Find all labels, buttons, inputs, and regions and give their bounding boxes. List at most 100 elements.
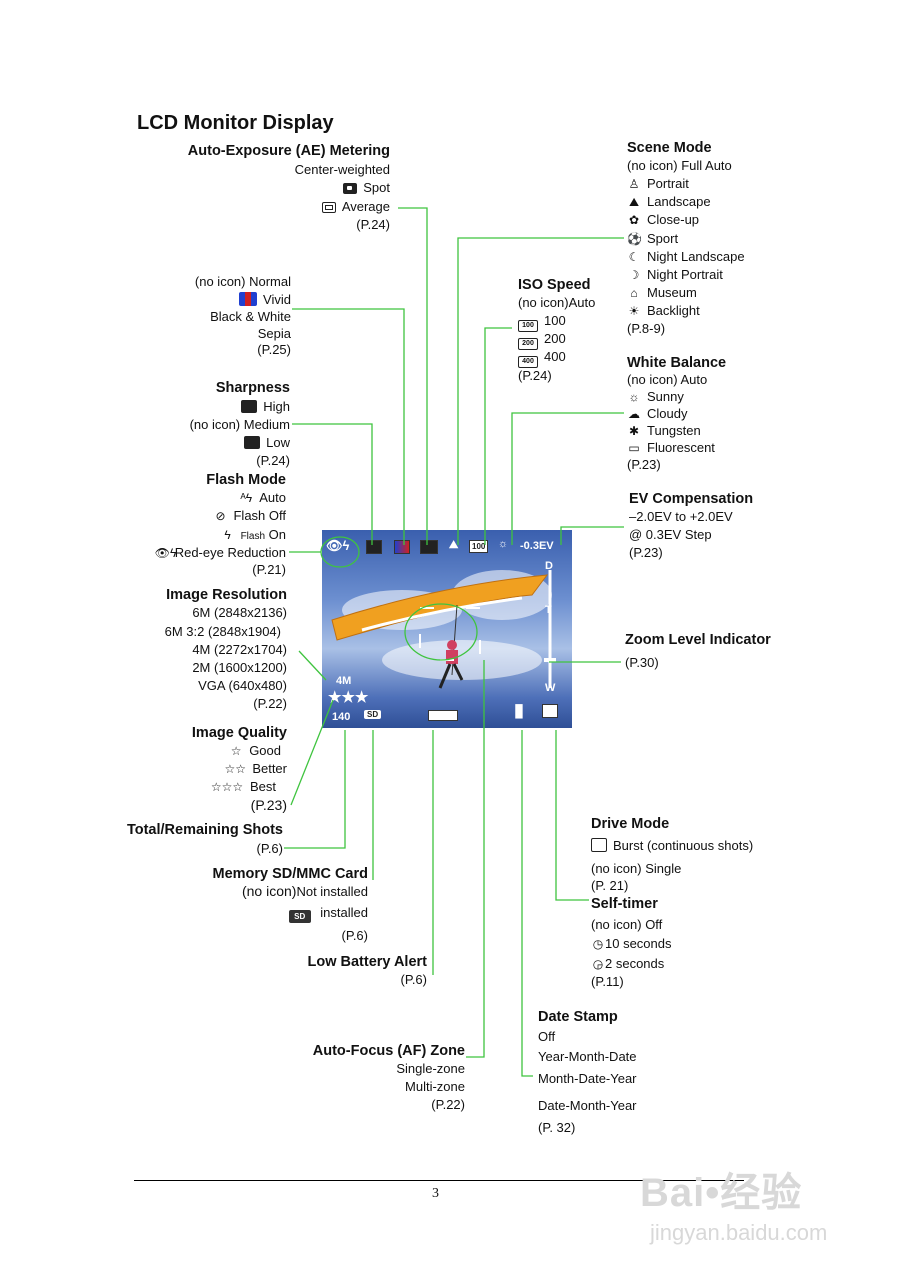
scene-item: (no icon) Full Auto <box>627 158 732 173</box>
hang-glider-photo <box>331 570 556 689</box>
color-item: Sepia <box>257 326 291 341</box>
average-icon <box>321 202 336 213</box>
shots-display: 140 <box>332 711 351 723</box>
burst-icon <box>591 838 607 852</box>
resolution-heading: Image Resolution <box>166 587 287 603</box>
ev-heading: EV Compensation <box>629 491 754 507</box>
iso-ref: (P.24) <box>518 368 552 383</box>
resolution-display: 4M <box>336 675 352 687</box>
scene-item: ♙Portrait <box>628 176 689 191</box>
sd-card-icon: SD <box>288 910 311 923</box>
footer-rule <box>134 1180 744 1181</box>
iso-400-icon: 400 <box>518 356 538 368</box>
ae-heading: Auto-Exposure (AE) Metering <box>187 143 390 159</box>
flash-off-icon: ⊘ <box>215 509 226 523</box>
drive-item: Burst (continuous shots) <box>591 837 753 855</box>
zoom-heading: Zoom Level Indicator <box>625 632 771 648</box>
af-item: Single-zone <box>396 1061 465 1076</box>
vivid-icon <box>394 540 410 554</box>
star-better-icon: ☆☆ <box>224 762 247 776</box>
quality-item: ☆Good <box>230 743 281 758</box>
scene-item: ☀Backlight <box>628 303 700 318</box>
ev-display: -0.3EV <box>520 540 554 552</box>
wb-ref: (P.23) <box>627 457 661 472</box>
drive-item: (no icon) Single <box>591 861 682 876</box>
watermark-logo: Bai•经验 <box>640 1171 803 1215</box>
ae-item: Center-weighted <box>294 162 390 177</box>
vivid-icon <box>239 292 258 306</box>
scene-item: ⛰Landscape <box>628 194 711 209</box>
cloudy-icon: ☁ <box>628 407 640 421</box>
burst-icon <box>542 704 558 718</box>
color-item: (no icon) Normal <box>194 274 291 289</box>
ae-ref: (P.24) <box>356 217 390 232</box>
sharpness-item: High <box>241 398 290 416</box>
sd-display: SD <box>364 710 382 719</box>
cloud <box>382 640 542 680</box>
flash-ref: (P.21) <box>252 562 286 577</box>
wb-item: (no icon) Auto <box>627 372 708 387</box>
battery-ref: (P.6) <box>400 972 428 987</box>
iso-display: 100 <box>469 540 489 553</box>
card-item: SD installed <box>288 904 368 923</box>
ae-item: Average <box>321 198 390 216</box>
ev-ref: (P.23) <box>629 545 663 560</box>
scene-ref: (P.8-9) <box>627 321 666 336</box>
shots-heading: Total/Remaining Shots <box>126 822 283 838</box>
quality-stars: ★★★ <box>328 689 369 706</box>
scene-item: ☽Night Portrait <box>628 267 723 282</box>
iso-item: (no icon)Auto <box>518 295 596 310</box>
scene-item: ☾Night Landscape <box>628 249 745 264</box>
red-eye-icon: 👁ϟ <box>326 538 350 553</box>
quality-item: ☆☆☆Best <box>210 779 276 794</box>
flash-item: 👁ϟRed-eye Reduction <box>154 545 286 560</box>
backlight-icon: ☀ <box>628 304 640 318</box>
quality-heading: Image Quality <box>191 725 287 741</box>
zoom-t-label: T <box>545 604 552 616</box>
night-landscape-icon: ☾ <box>628 250 640 264</box>
spot-metering-icon <box>420 540 438 554</box>
iso-100-icon: 100 <box>518 320 538 332</box>
date-item: Month-Date-Year <box>538 1071 637 1086</box>
timer-item: ◷10 seconds <box>592 936 672 951</box>
ev-item: –2.0EV to +2.0EV <box>629 509 733 524</box>
night-portrait-icon: ☽ <box>628 268 640 282</box>
resolution-item: 2M (1600x1200) <box>192 660 287 675</box>
date-item: Year-Month-Date <box>538 1049 637 1064</box>
wb-heading: White Balance <box>627 355 727 371</box>
timer-10s-icon: ◷ <box>592 937 604 951</box>
scene-item: ⌂Museum <box>627 284 696 302</box>
wb-item: ☼Sunny <box>628 389 684 404</box>
resolution-item: VGA (640x480) <box>198 678 287 693</box>
date-heading: Date Stamp <box>538 1009 618 1025</box>
sharpness-icon <box>366 540 382 554</box>
shots-ref: (P.6) <box>256 841 284 856</box>
drive-heading: Drive Mode <box>591 816 670 832</box>
page-title: LCD Monitor Display <box>137 112 334 134</box>
timer-ref: (P.11) <box>591 974 624 989</box>
flash-heading: Flash Mode <box>206 472 286 488</box>
page-number: 3 <box>432 1186 439 1201</box>
zoom-d-label: D <box>545 560 553 572</box>
wb-item: ✱Tungsten <box>628 423 701 438</box>
resolution-ref: (P.22) <box>253 696 287 711</box>
color-item: Vivid <box>239 291 291 309</box>
resolution-item: 6M 3:2 (2848x1904) <box>164 624 281 639</box>
quality-item: ☆☆Better <box>224 761 287 776</box>
af-ref: (P.22) <box>431 1097 465 1112</box>
wb-item: ▭Fluorescent <box>628 440 715 455</box>
museum-icon: ⌂ <box>630 286 638 300</box>
closeup-icon: ✿ <box>628 213 640 227</box>
scene-item: ✿Close-up <box>628 212 700 227</box>
scene-heading: Scene Mode <box>627 140 712 156</box>
flash-auto-icon: ᴬϟ <box>240 491 253 505</box>
lcd-screen: 👁ϟ ⛰ 100 ☼ -0.3EV D T W 4M ★★★ 140 SD ▮ <box>322 530 572 728</box>
af-heading: Auto-Focus (AF) Zone <box>312 1043 465 1059</box>
zoom-w-label: W <box>545 682 556 694</box>
drive-ref: (P. 21) <box>591 878 629 893</box>
sunny-icon: ☼ <box>628 390 640 404</box>
